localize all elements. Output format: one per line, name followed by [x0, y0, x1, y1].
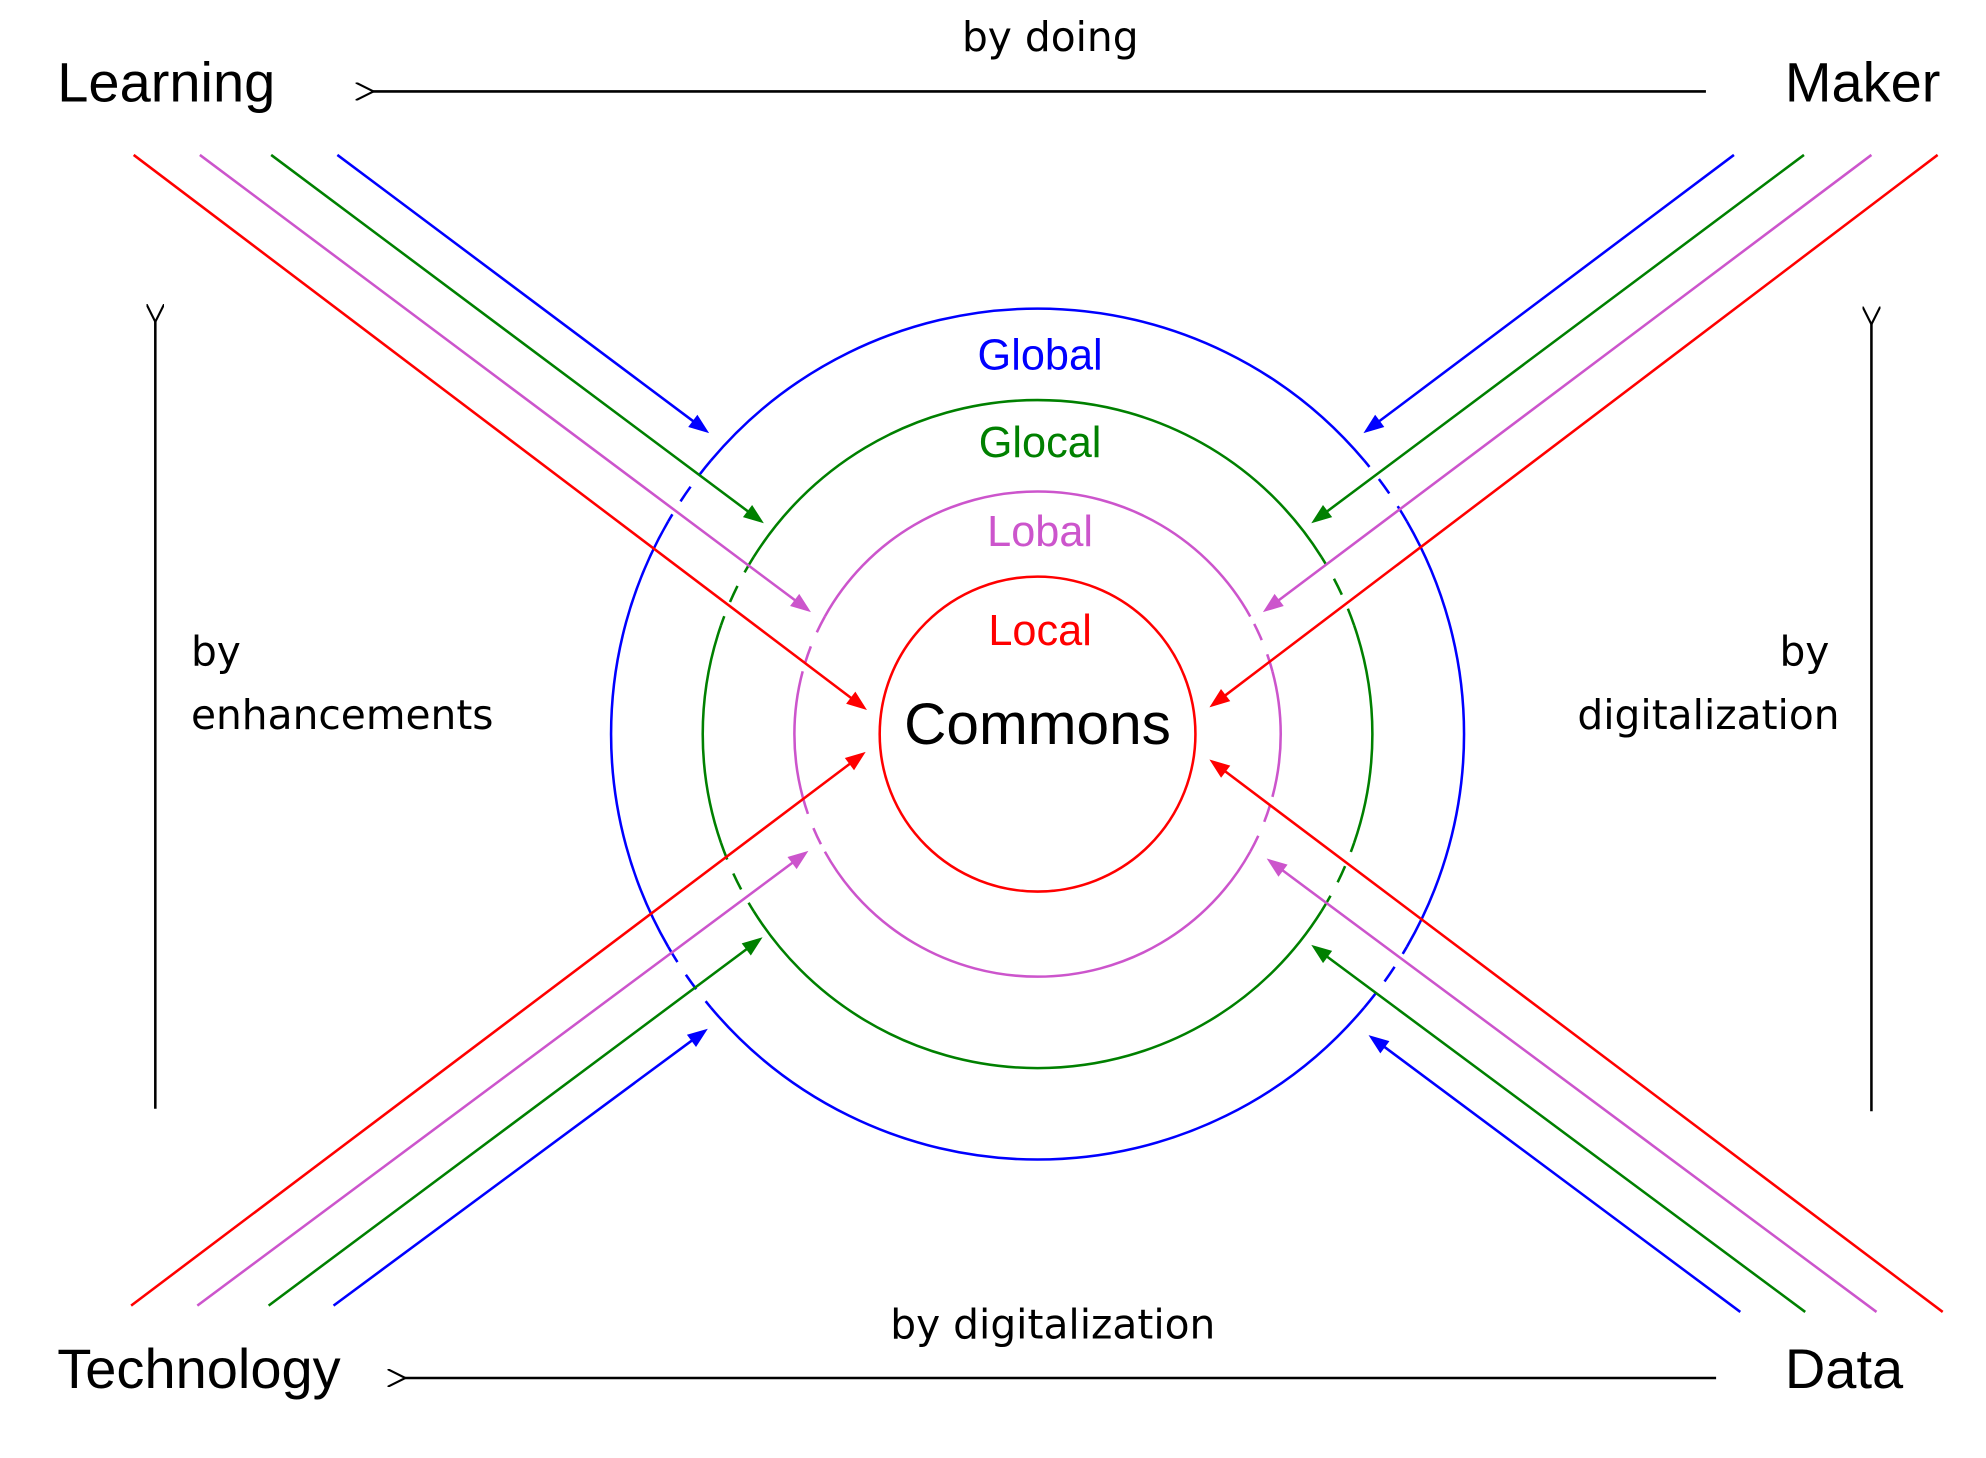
flow-maker-lobal-arrowhead-icon — [1262, 593, 1284, 613]
ring-label-glocal: Glocal — [979, 419, 1102, 467]
ring-global-dashed-arc — [1363, 459, 1409, 522]
ring-label-lobal: Lobal — [987, 508, 1093, 556]
ring-glocal-dashed-arc — [1320, 842, 1356, 912]
flow-learning-local-line — [132, 153, 856, 702]
ring-global-left-arc — [609, 520, 670, 948]
flow-learning-local-arrowhead-icon — [846, 691, 867, 710]
flow-data-global-arrowhead-icon — [1368, 1035, 1390, 1054]
flow-learning-glocal-arrowhead-icon — [742, 504, 764, 524]
ring-global-dashed-arc — [667, 946, 712, 1009]
center-label-commons: Commons — [904, 692, 1171, 757]
flow-technology-global-arrowhead-icon — [686, 1028, 708, 1047]
corner-maker: Maker — [1785, 51, 1941, 114]
ring-glocal-left-arc — [701, 624, 723, 844]
flow-maker-glocal-line — [1322, 153, 1805, 516]
flow-data-global-line — [1380, 1043, 1742, 1313]
corner-data: Data — [1785, 1337, 1904, 1400]
ring-global-bottom-arc — [709, 1006, 1366, 1161]
edge-label-right-1: by — [1779, 628, 1829, 676]
edge-label-left-2: enhancements — [191, 691, 494, 739]
ring-lobal-top-arc — [823, 490, 1252, 618]
ring-glocal-dashed-arc — [719, 556, 755, 626]
corner-learning: Learning — [57, 51, 275, 114]
ring-lobal-left-arc — [793, 670, 804, 798]
flow-data-glocal-arrowhead-icon — [1311, 944, 1333, 964]
flow-technology-glocal-arrowhead-icon — [741, 937, 763, 956]
ring-glocal-dashed-arc — [719, 842, 755, 912]
ring-lobal-right-arc — [1271, 670, 1282, 798]
edge-label-top: by doing — [962, 13, 1139, 61]
ring-local-circle — [878, 575, 1197, 893]
flow-data-lobal-line — [1278, 866, 1878, 1313]
flow-technology-lobal-line — [196, 859, 797, 1307]
flow-maker-global-line — [1374, 153, 1735, 425]
flow-data-glocal-line — [1322, 952, 1806, 1313]
flow-maker-global-arrowhead-icon — [1363, 414, 1385, 434]
edge-label-right-2: digitalization — [1577, 691, 1839, 739]
flow-data-local-line — [1220, 767, 1944, 1313]
flow-learning-glocal-line — [270, 153, 753, 516]
ring-lobal-bottom-arc — [823, 851, 1252, 978]
flow-data-lobal-arrowhead-icon — [1266, 858, 1288, 877]
ring-glocal-top-arc — [752, 398, 1323, 558]
flow-learning-global-arrowhead-icon — [688, 414, 710, 434]
flow-maker-local-arrowhead-icon — [1209, 689, 1231, 708]
flow-technology-global-line — [332, 1036, 697, 1307]
flow-technology-local-line — [130, 760, 855, 1307]
ring-global-right-arc — [1405, 520, 1466, 948]
ring-lobal-dashed-arc — [1249, 796, 1274, 853]
ring-glocal-dashed-arc — [1320, 556, 1356, 626]
ring-global-top-arc — [709, 307, 1366, 462]
flow-maker-lobal-line — [1274, 153, 1873, 605]
ring-label-global: Global — [978, 332, 1103, 380]
ring-glocal-bottom-arc — [752, 910, 1323, 1070]
ring-lobal-dashed-arc — [1249, 615, 1274, 672]
flow-learning-lobal-line — [199, 153, 800, 605]
flow-maker-glocal-arrowhead-icon — [1311, 504, 1333, 524]
edge-label-bottom: by digitalization — [890, 1301, 1215, 1349]
flow-maker-local-line — [1220, 153, 1939, 700]
edge-label-left-1: by — [191, 628, 241, 676]
ring-label-local: Local — [988, 607, 1091, 655]
ring-global-dashed-arc — [667, 459, 712, 522]
flow-technology-lobal-arrowhead-icon — [787, 850, 809, 870]
flow-data-local-arrowhead-icon — [1209, 759, 1231, 778]
flow-technology-local-arrowhead-icon — [844, 751, 866, 771]
ring-global-dashed-arc — [1363, 946, 1409, 1009]
ring-lobal-dashed-arc — [801, 796, 827, 853]
ring-lobal-dashed-arc — [801, 615, 827, 672]
corner-technology: Technology — [57, 1337, 340, 1400]
ring-glocal-right-arc — [1352, 624, 1374, 844]
flow-learning-lobal-arrowhead-icon — [790, 593, 811, 613]
flow-technology-glocal-line — [267, 945, 752, 1307]
rings-layer — [609, 307, 1466, 1161]
flow-arrows-layer — [130, 153, 1944, 1313]
flow-learning-global-line — [336, 153, 698, 425]
